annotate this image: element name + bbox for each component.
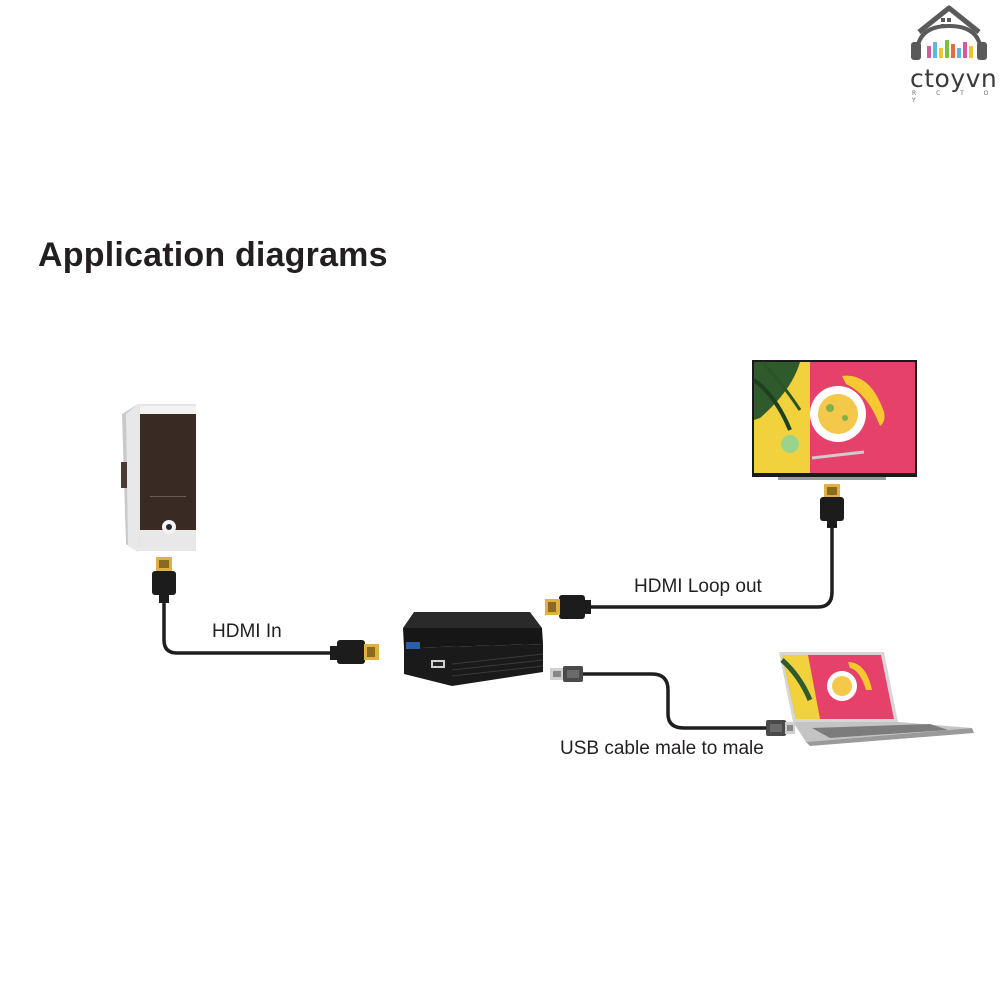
usb-cable — [550, 666, 795, 736]
page-title: Application diagrams — [38, 236, 388, 274]
capture-box-icon — [403, 612, 544, 686]
tv-icon — [752, 360, 917, 480]
laptop-icon — [779, 652, 974, 746]
hdmi-loop-out-label: HDMI Loop out — [634, 576, 762, 597]
brand-logo-icon — [911, 5, 987, 60]
pc-tower-icon — [121, 404, 196, 552]
brand-logo-name: ctoyvn — [910, 64, 998, 93]
hdmi-loop-out-cable — [545, 484, 844, 619]
usb-cable-label: USB cable male to male — [560, 738, 764, 759]
hdmi-in-cable — [152, 557, 379, 664]
brand-logo-tagline: R C T O Y — [912, 90, 998, 104]
hdmi-in-label: HDMI In — [212, 621, 282, 642]
